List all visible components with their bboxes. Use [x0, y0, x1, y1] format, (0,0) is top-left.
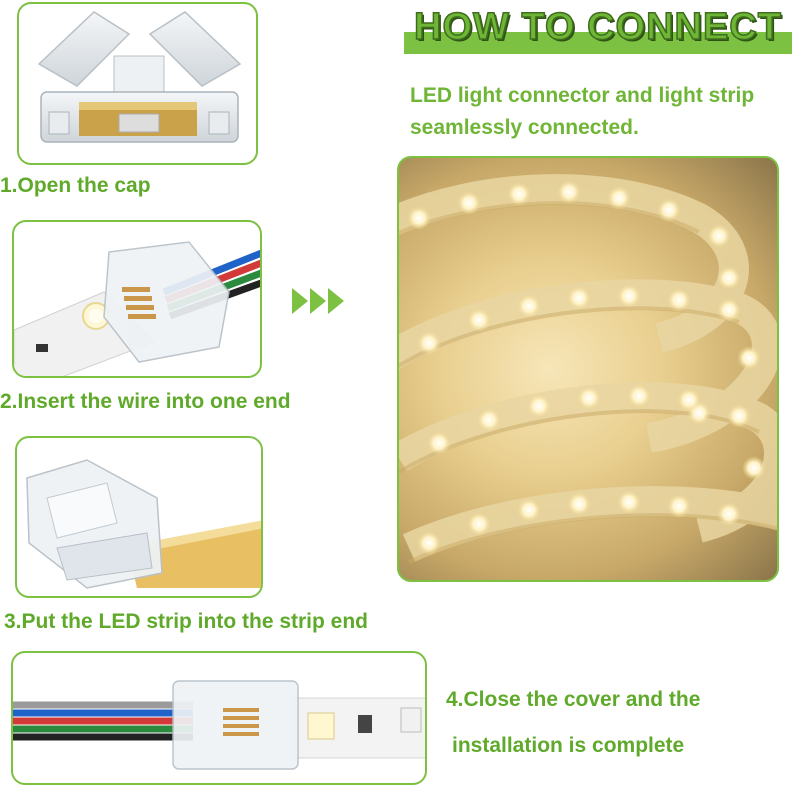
- step-1-label: 1.Open the cap: [0, 174, 151, 197]
- subtitle-line-2: seamlessly connected.: [410, 116, 639, 139]
- strip-insert-illustration: [26, 459, 261, 589]
- open-connector-illustration: [37, 11, 242, 143]
- wire-insert-illustration: [14, 241, 260, 376]
- step-3-image: [15, 436, 263, 598]
- closed-connector-illustration: [13, 680, 425, 770]
- step-4-label-line-2: installation is complete: [452, 734, 685, 757]
- step-4-label-line-1: 4.Close the cover and the: [446, 688, 701, 711]
- title-block: HOW TO CONNECT: [404, 5, 792, 54]
- title-underline-bar: [404, 32, 792, 54]
- arrow-right-icon: [328, 288, 344, 314]
- step-3-label: 3.Put the LED strip into the strip end: [4, 610, 369, 633]
- next-arrows: [292, 288, 344, 314]
- page-title: HOW TO CONNECT: [413, 5, 782, 49]
- led-strip-coils: [399, 174, 777, 564]
- step-4-image: [11, 651, 427, 785]
- arrow-right-icon: [292, 288, 308, 314]
- step-2-label: 2.Insert the wire into one end: [0, 390, 291, 413]
- step-1-image: [17, 2, 258, 165]
- arrow-right-icon: [310, 288, 326, 314]
- led-strip-photo: [397, 156, 779, 582]
- step-2-image: [12, 220, 262, 378]
- subtitle-line-1: LED light connector and light strip: [410, 84, 755, 107]
- subtitle: LED light connector and light strip seam…: [410, 80, 800, 144]
